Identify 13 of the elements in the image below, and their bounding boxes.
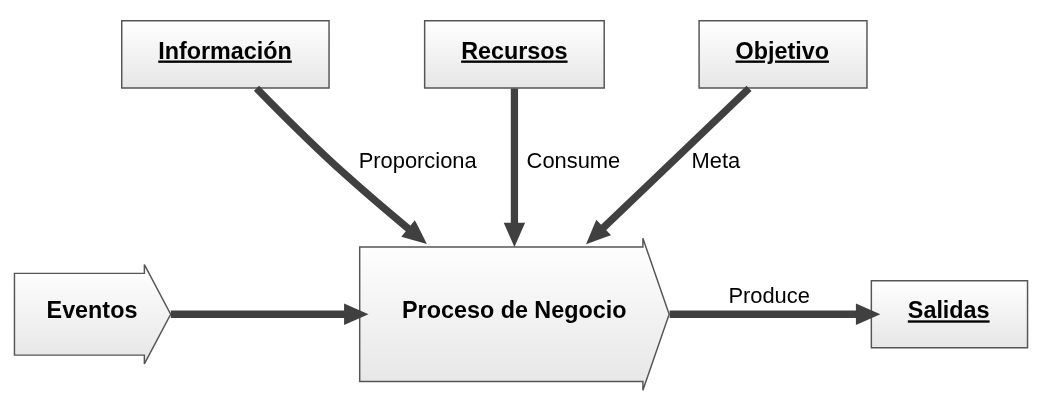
- arrow: [586, 85, 752, 244]
- arrow: [170, 303, 369, 325]
- node-box: Objetivo: [698, 19, 868, 89]
- arrow: [669, 303, 881, 325]
- edge-label: Produce: [728, 282, 810, 308]
- arrow: [503, 87, 526, 247]
- edge-label: Proporciona: [358, 147, 477, 173]
- edge-label: Consume: [526, 147, 621, 173]
- node-box: Información: [121, 19, 330, 89]
- arrow: [253, 85, 427, 244]
- node-box: Salidas: [870, 279, 1029, 349]
- node-box: Recursos: [423, 19, 605, 89]
- edge-label: Meta: [691, 147, 741, 173]
